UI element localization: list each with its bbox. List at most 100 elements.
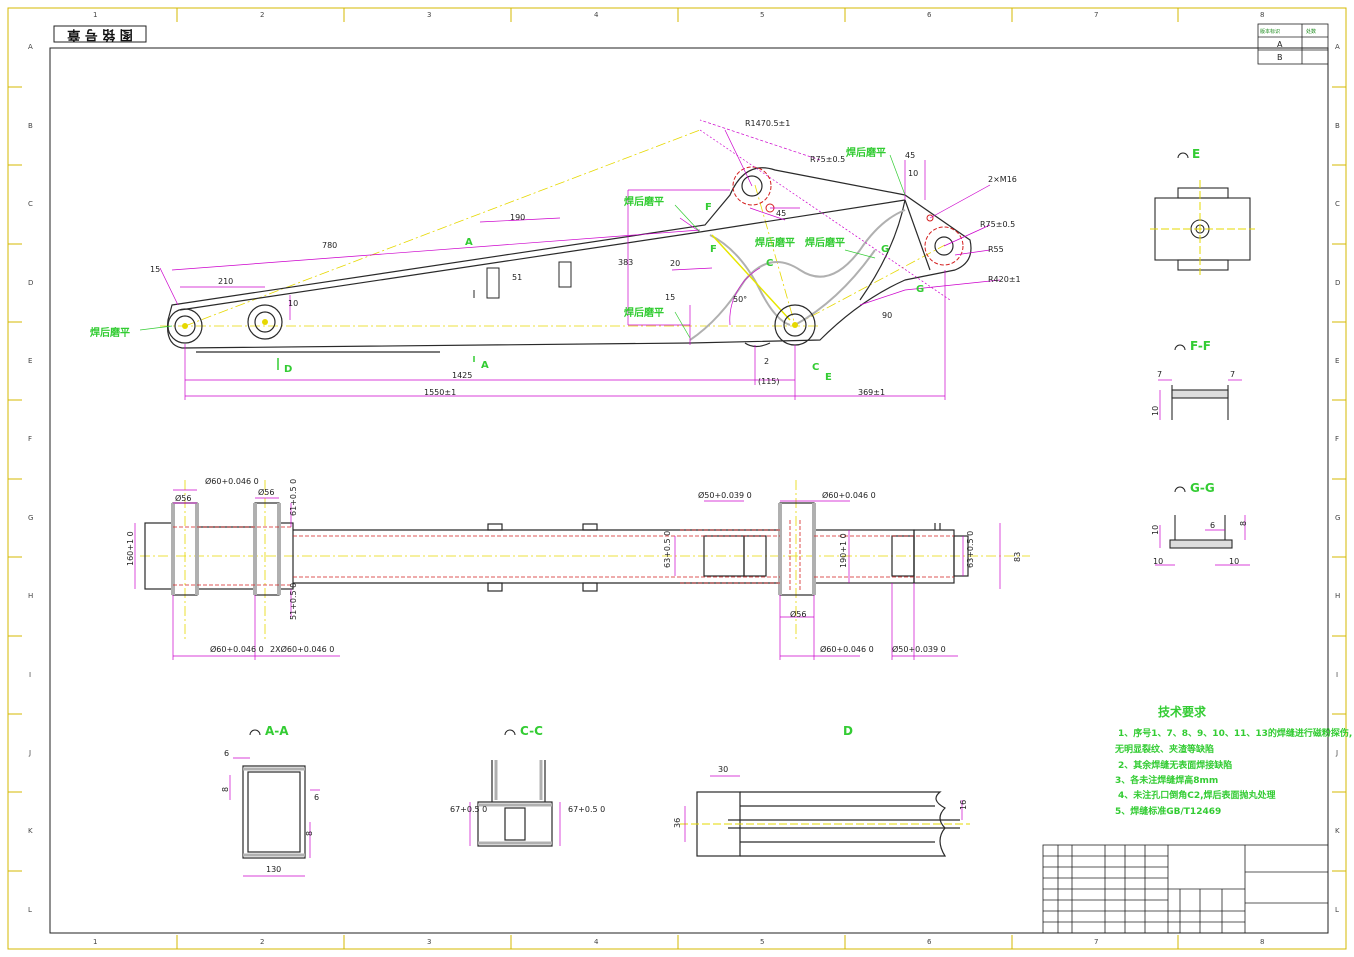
zone-row-h-left: H: [28, 592, 33, 600]
dim-r420: R420±1: [988, 275, 1021, 284]
section-e-arc-icon: [1177, 152, 1189, 159]
dim-20: 20: [670, 259, 680, 268]
view-marker-g-upper: G: [881, 244, 889, 255]
zone-col-8-top: 8: [1260, 11, 1264, 19]
dim-d-16: 16: [959, 800, 968, 810]
zone-col-7-top: 7: [1094, 11, 1098, 19]
zone-row-f-right: F: [1335, 435, 1339, 443]
dim-50deg: 50°: [733, 295, 747, 304]
dim-phi50-a: Ø50+0.039 0: [698, 490, 752, 500]
view-marker-a-upper: A: [465, 237, 473, 248]
zone-row-d-right: D: [1335, 279, 1340, 287]
plan-dimension-lines: [134, 489, 1001, 660]
dim-phi56-a: Ø56: [175, 493, 191, 503]
tech-item-5: 5、焊缝标准GB/T12469: [1115, 805, 1221, 817]
dim-phi56-c: Ø56: [790, 609, 806, 619]
dim-369: 369±1: [858, 388, 885, 397]
sheet-frame: [7, 7, 1347, 950]
dim-51-plan: 51+0.5 0: [289, 583, 298, 620]
zone-row-c-left: C: [28, 200, 33, 208]
dim-ff-7b: 7: [1230, 370, 1235, 379]
view-marker-f-lower: F: [710, 244, 717, 255]
revision-row-b: B: [1277, 53, 1283, 62]
zone-row-l-right: L: [1335, 906, 1339, 914]
zone-col-6-top: 6: [927, 11, 932, 19]
section-gg-title: G-G: [1190, 481, 1215, 495]
dim-gg-8: 8: [1239, 521, 1248, 526]
zone-row-i-right: I: [1336, 671, 1338, 679]
zone-col-2-top: 2: [260, 11, 264, 19]
tech-item-4: 4、未注孔口倒角C2,焊后表面抛丸处理: [1118, 789, 1276, 801]
view-marker-g-lower: G: [916, 284, 924, 295]
section-cc-arc-icon: [504, 729, 516, 736]
zone-col-6-bottom: 6: [927, 938, 932, 946]
dim-10-top: 10: [908, 169, 918, 178]
dim-phi60-a: Ø60+0.046 0: [205, 476, 259, 486]
tech-requirements: 技术要求 1、序号1、7、8、9、10、11、13的焊缝进行磁粉探伤, 无明显裂…: [1114, 704, 1352, 817]
zone-row-b-left: B: [28, 122, 33, 130]
dim-15-lower: 15: [665, 293, 675, 302]
zone-row-a-right: A: [1335, 43, 1340, 51]
dim-gg-6: 6: [1210, 521, 1215, 530]
dim-r1470: R1470.5±1: [745, 119, 790, 128]
dim-45-small: 45: [776, 209, 786, 218]
dim-gg-10c: 10: [1229, 557, 1239, 566]
weld-grind-note-upper: 焊后磨平: [624, 195, 664, 208]
section-aa-arc-icon: [249, 729, 261, 736]
zone-row-j-left: J: [28, 749, 31, 757]
view-marker-e: E: [825, 372, 832, 383]
view-marker-d: D: [284, 364, 292, 375]
zone-row-a-left: A: [28, 43, 33, 51]
pin-hole-bucket: [774, 304, 816, 346]
zone-row-g-right: G: [1335, 514, 1340, 522]
zone-col-5-top: 5: [760, 11, 764, 19]
dim-190: 190: [510, 213, 525, 222]
zone-labels: 1 2 3 4 5 6 7 8 1 2 3 4 5 6 7 8 A B C D …: [28, 11, 1340, 946]
zone-row-k-right: K: [1335, 827, 1340, 835]
weld-grind-note-lower: 焊后磨平: [624, 306, 664, 319]
zone-col-1-bottom: 1: [93, 938, 97, 946]
dim-d-30: 30: [718, 765, 728, 774]
dim-210: 210: [218, 277, 233, 286]
view-marker-a-lower: A: [481, 360, 489, 371]
threaded-hole-right: [926, 214, 934, 222]
section-aa: A-A 6 8 6 8 130: [221, 724, 320, 877]
dim-1425: 1425: [452, 371, 472, 380]
dim-383: 383: [618, 258, 633, 267]
tech-item-1b: 无明显裂纹、夹渣等缺陷: [1114, 743, 1214, 755]
zone-row-k-left: K: [28, 827, 33, 835]
dim-780: 780: [322, 241, 337, 250]
dim-aa-6b: 6: [314, 793, 319, 802]
revision-header-count: 处数: [1306, 28, 1316, 35]
dim-phi56-b: Ø56: [258, 487, 274, 497]
dim-aa-8b: 8: [305, 831, 314, 836]
main-elevation-view: 焊后磨平 焊后磨平 焊后磨平 焊后磨平 焊后磨平 焊后磨平 A A C C D …: [90, 119, 1021, 400]
dim-51: 51: [512, 273, 522, 282]
pin-hole-left: [167, 308, 203, 344]
dim-10-left: 10: [288, 299, 298, 308]
zone-row-e-right: E: [1335, 357, 1339, 365]
section-cc-title: C-C: [520, 724, 543, 738]
weld-grind-note-left: 焊后磨平: [90, 326, 130, 339]
dim-r75-top: R75±0.5: [810, 155, 845, 164]
dim-83: 83: [1013, 552, 1022, 562]
section-aa-title: A-A: [265, 724, 289, 738]
plan-hidden-lines: [173, 520, 954, 590]
pin-hole-second: [247, 304, 283, 340]
dim-gg-10b: 10: [1153, 557, 1163, 566]
dim-phi60-d: Ø60+0.046 0: [822, 490, 876, 500]
dim-63-a: 63+0.5 0: [663, 531, 672, 568]
view-marker-c-upper: C: [766, 258, 773, 269]
zone-col-5-bottom: 5: [760, 938, 764, 946]
section-gg: G-G 6 8 10 10 10: [1151, 481, 1250, 566]
section-e: E: [1150, 147, 1255, 275]
zone-row-j-right: J: [1335, 749, 1338, 757]
dim-aa-8: 8: [221, 787, 230, 792]
weld-note-leaders: [139, 154, 906, 339]
dim-90: 90: [882, 311, 892, 320]
drawing-number-stamp: 图 铭 号 章: [53, 25, 147, 43]
plan-bushings: [171, 503, 816, 595]
dim-61: 61+0.5 0: [289, 479, 298, 516]
view-marker-f-upper: F: [705, 202, 712, 213]
